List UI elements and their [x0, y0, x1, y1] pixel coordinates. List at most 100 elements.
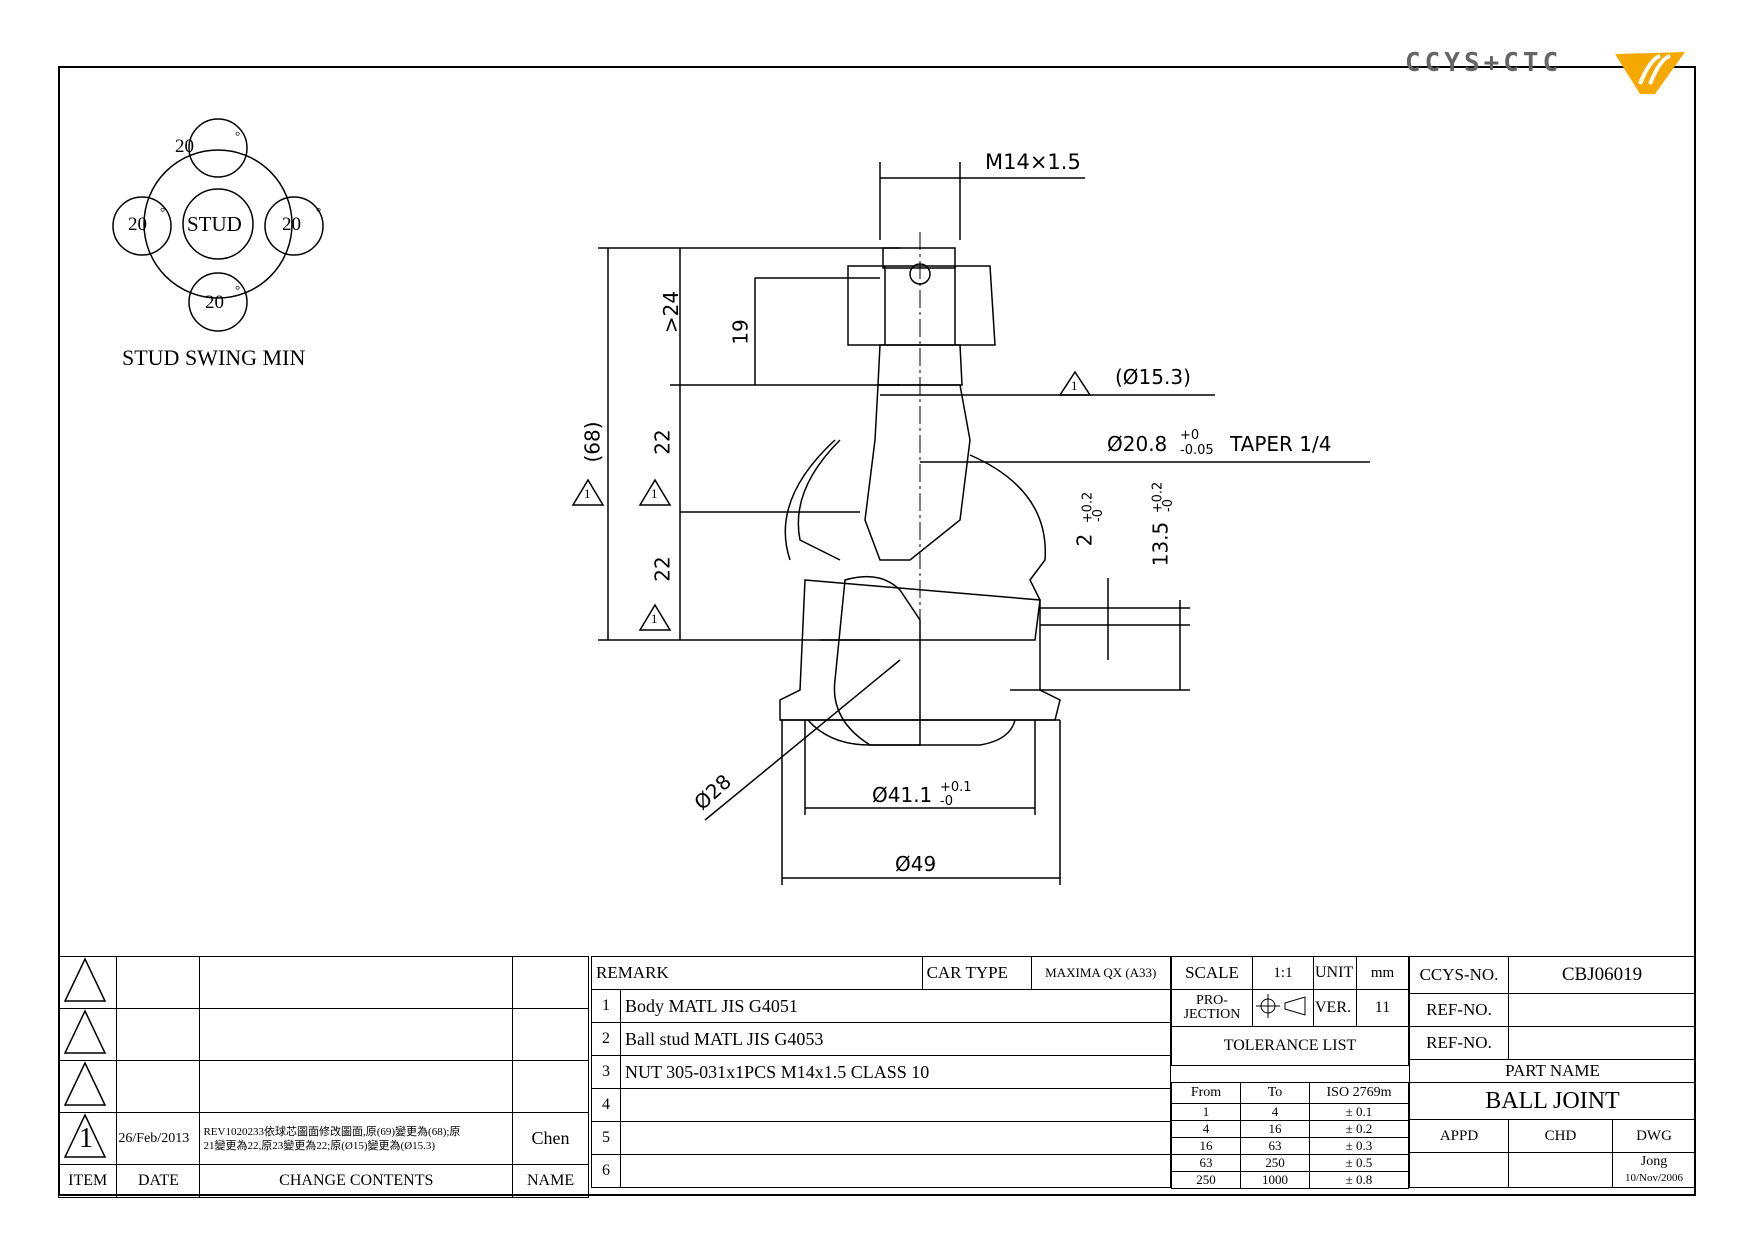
- unit-value: mm: [1356, 956, 1409, 990]
- rev-triangle-icon: [63, 957, 107, 1002]
- dust-boot: [797, 439, 1047, 641]
- d2-tol-dn: -0: [1090, 509, 1106, 522]
- rev-mark: 1: [651, 611, 658, 626]
- tol-value: ± 0.1: [1309, 1103, 1409, 1121]
- tol-from: 1: [1171, 1103, 1241, 1121]
- tol-header: From: [1171, 1082, 1241, 1104]
- ref-no-label: REF-NO.: [1409, 1026, 1509, 1060]
- swing-angle-bottom: 20: [205, 292, 224, 313]
- tol-to: 63: [1240, 1137, 1310, 1155]
- nut-top: [882, 247, 956, 269]
- ccys-no-label: CCYS-NO.: [1409, 956, 1509, 994]
- tol-value: ± 0.5: [1309, 1154, 1409, 1172]
- tolerance-title: TOLERANCE LIST: [1171, 1026, 1409, 1066]
- ccys-no-value: CBJ06019: [1508, 956, 1696, 994]
- tol-from: 63: [1171, 1154, 1241, 1172]
- remark-text: NUT 305-031x1PCS M14x1.5 CLASS 10: [620, 1055, 1171, 1089]
- remark-text: [620, 1088, 1171, 1122]
- d2-dim: 2: [1072, 533, 1097, 547]
- d49-dim: Ø49: [895, 852, 937, 876]
- taper-note: TAPER 1/4: [1230, 432, 1332, 456]
- header-item: ITEM: [57, 1164, 118, 1198]
- taper-tol-up: +0: [1180, 428, 1200, 443]
- part-name-value: BALL JOINT: [1409, 1082, 1696, 1120]
- d135-tol-dn: -0: [1160, 499, 1176, 512]
- rev-triangle-4: [638, 603, 672, 631]
- remark-text: [620, 1154, 1171, 1188]
- degree-symbol: °: [160, 204, 166, 219]
- ver-label: VER.: [1313, 989, 1357, 1027]
- tol-value: ± 0.3: [1309, 1137, 1409, 1155]
- swing-center-label: STUD: [187, 212, 242, 236]
- rev-triangle-2: [571, 478, 605, 506]
- unit-label: UNIT: [1313, 956, 1357, 990]
- tol-value: ± 0.8: [1309, 1171, 1409, 1189]
- tol-to: 16: [1240, 1120, 1310, 1138]
- remark-text: [620, 1121, 1171, 1155]
- remark-header: REMARK: [591, 956, 923, 990]
- header-date: DATE: [116, 1164, 201, 1198]
- remark-no: 1: [591, 989, 621, 1023]
- degree-symbol: °: [316, 204, 322, 219]
- part-name-label: PART NAME: [1409, 1059, 1696, 1083]
- remark-no: 6: [591, 1154, 621, 1188]
- rev-triangle-icon: [63, 1113, 107, 1158]
- swing-angle-top: 20: [175, 136, 194, 157]
- rev-mark: 1: [651, 486, 658, 501]
- tol-header: ISO 2769m: [1309, 1082, 1409, 1104]
- tol-header: To: [1240, 1082, 1310, 1104]
- h22a-dim: 22: [650, 429, 675, 455]
- car-type-label: CAR TYPE: [921, 956, 1032, 990]
- rev-triangle-3: [638, 478, 672, 506]
- projection-label: PRO-JECTION: [1171, 989, 1253, 1027]
- swing-bottom-circle: [188, 272, 248, 332]
- rev-name: Chen: [512, 1112, 589, 1165]
- housing-bottom: [807, 719, 1016, 746]
- tol-from: 16: [1171, 1137, 1241, 1155]
- chd-label: CHD: [1508, 1119, 1613, 1153]
- ref-no-value: [1508, 1026, 1696, 1060]
- chd-value: [1508, 1152, 1613, 1188]
- projection-symbol: [1252, 989, 1314, 1027]
- swing-center-circle: [182, 188, 254, 260]
- remark-text: Body MATL JIS G4051: [620, 989, 1171, 1023]
- tol-from: 250: [1171, 1171, 1241, 1189]
- ball: [833, 575, 921, 746]
- swing-right-circle: [264, 196, 324, 256]
- tol-to: 250: [1240, 1154, 1310, 1172]
- remark-no: 4: [591, 1088, 621, 1122]
- taper-tol-dn: -0.05: [1180, 443, 1214, 458]
- d41-tol-up: +0.1: [940, 780, 972, 795]
- remark-no: 3: [591, 1055, 621, 1089]
- ref-no-label: REF-NO.: [1409, 993, 1509, 1027]
- taper-dim: Ø20.8: [1107, 432, 1168, 456]
- rev-date: 26/Feb/2013: [116, 1112, 201, 1165]
- rev-triangle-icon: [63, 1009, 107, 1054]
- swing-left-circle: [112, 196, 172, 256]
- appd-value: [1409, 1152, 1509, 1188]
- boot-outline: [784, 439, 836, 561]
- header-contents: CHANGE CONTENTS: [199, 1164, 514, 1198]
- company-logo-text: CCYS+CTC: [1405, 48, 1563, 78]
- scale-label: SCALE: [1171, 956, 1253, 990]
- rev-triangle-icon: [63, 1061, 107, 1106]
- swing-caption: STUD SWING MIN: [122, 345, 306, 370]
- swing-outer-circle: [143, 149, 293, 299]
- dwg-label: DWG: [1612, 1119, 1696, 1153]
- cotter-hole: [909, 263, 931, 285]
- swing-angle-left: 20: [128, 214, 147, 235]
- d15-dim: (Ø15.3): [1115, 365, 1191, 389]
- tol-to: 1000: [1240, 1171, 1310, 1189]
- revision-table: 1 26/Feb/2013 REV1020233依球芯圖面修改圖面,原(69)變…: [57, 956, 589, 1198]
- h22b-dim: 22: [650, 556, 675, 582]
- remark-no: 5: [591, 1121, 621, 1155]
- header-name: NAME: [512, 1164, 589, 1198]
- car-type-value: MAXIMA QX (A33): [1030, 956, 1172, 990]
- h68-dim: (68): [580, 421, 605, 463]
- swing-angle-right: 20: [282, 214, 301, 235]
- tol-from: 4: [1171, 1120, 1241, 1138]
